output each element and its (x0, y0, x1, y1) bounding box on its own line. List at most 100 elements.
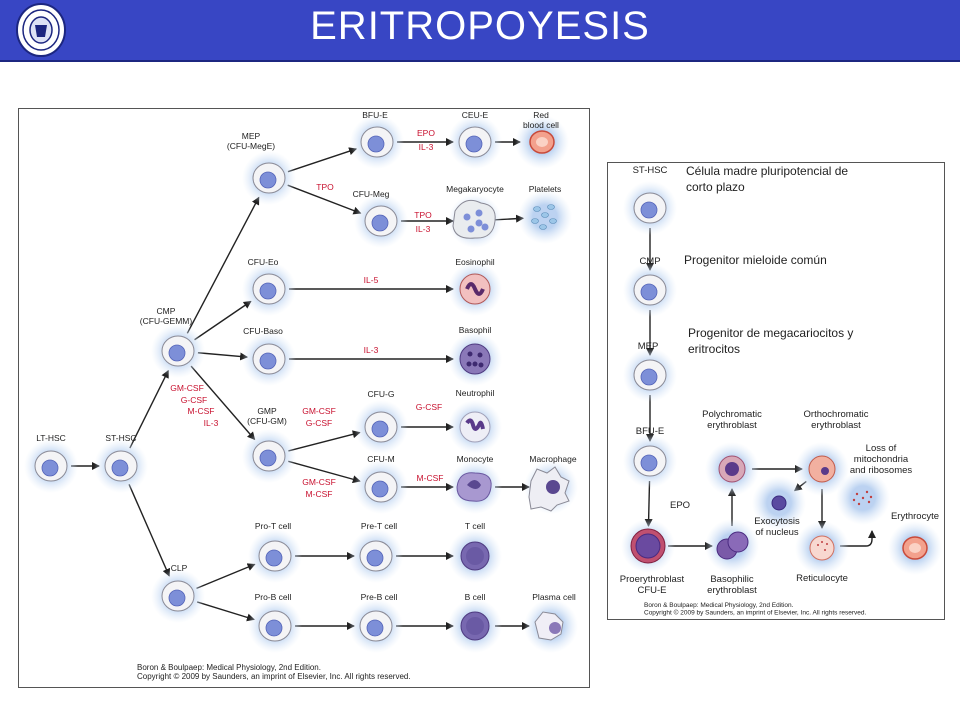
cell-proery (630, 528, 666, 564)
growth-factor-label: G-CSF (306, 418, 332, 428)
cell-bfu-e (633, 445, 667, 477)
cell-cfu-m (364, 471, 398, 503)
cell-st-hsc (633, 192, 667, 224)
label-megakaryocyte: Megakaryocyte (446, 184, 504, 194)
cell-megakaryocyte (452, 199, 496, 239)
annotation-mep: Progenitor de megacariocitos y eritrocit… (688, 326, 854, 356)
label-cfu-eo: CFU-Eo (248, 257, 279, 267)
growth-factor-label: IL-5 (364, 275, 379, 285)
growth-factor-label: G-CSF (181, 395, 207, 405)
growth-factor-label: GM-CSF (302, 406, 336, 416)
annotation-st-hsc: Célula madre pluripotencial de corto pla… (686, 164, 849, 194)
university-seal-icon (16, 3, 66, 57)
cell-orthochromatic (808, 455, 836, 483)
label-mep: MEP(CFU-MegE) (227, 131, 275, 151)
cell-monocyte (456, 472, 492, 502)
header-bar: ERITROPOYESIS (0, 0, 960, 62)
arrow-clp-to-pro_b (196, 601, 255, 622)
label-t-cell: T cell (465, 521, 485, 531)
arrow-cmp-to-cfu_eo (194, 300, 252, 341)
label-erythrocyte: Erythrocyte (891, 511, 939, 522)
credit-left: Boron & Boulpaep: Medical Physiology, 2n… (137, 663, 411, 681)
label-pro-b: Pro-B cell (255, 592, 292, 602)
annotation-cmp: Progenitor mieloide común (684, 253, 827, 267)
arrow-gmp-to-cfu_g (288, 430, 361, 452)
label-basophil: Basophil (459, 325, 492, 335)
label-pre-b: Pre-B cell (361, 592, 398, 602)
cell-eosinophil (459, 273, 491, 305)
growth-factor-label: TPO (316, 182, 334, 192)
label-cmp: CMP(CFU-GEMM) (140, 306, 193, 326)
cell-mep (633, 359, 667, 391)
arrow-st_hsc-to-cmp (129, 369, 169, 449)
arrow-cmp-to-cfu_baso (197, 352, 249, 361)
cell-neutrophil (459, 411, 491, 443)
cell-pro-b (258, 610, 292, 642)
cell-basophilic (716, 531, 749, 560)
label-clp: CLP (171, 563, 188, 573)
label-cfu-meg: CFU-Meg (353, 189, 390, 199)
arrow-st_hsc-to-clp (128, 484, 171, 577)
growth-factor-label: GM-CSF (170, 383, 204, 393)
arrow-bfu_e-to-proery (644, 480, 653, 528)
cell-rbc (529, 130, 555, 154)
cell-cfu-baso (252, 343, 286, 375)
cell-polychromatic (718, 455, 746, 483)
label-mep: MEP (638, 341, 659, 352)
cell-exocytosis (771, 495, 787, 511)
cell-pro-t (258, 540, 292, 572)
growth-factor-label: EPO (417, 128, 435, 138)
credit-right: Boron & Boulpaep: Medical Physiology, 2n… (644, 602, 866, 616)
arrow-mep-to-cfu_meg (287, 184, 362, 215)
epo-label: EPO (670, 500, 690, 511)
label-st-hsc: ST-HSC (633, 165, 668, 176)
growth-factor-label: GM-CSF (302, 477, 336, 487)
growth-factor-label: IL-3 (364, 345, 379, 355)
label-reticulocyte: Reticulocyte (796, 573, 848, 584)
hematopoiesis-diagram: LT-HSC ST-HSC CMP(CFU-GEMM) CLP MEP(CFU-MegE… (24, 110, 578, 681)
cell-cfu-eo (252, 273, 286, 305)
label-plasma: Plasma cell (532, 592, 576, 602)
label-b-cell: B cell (465, 592, 486, 602)
growth-factor-label: IL-3 (419, 142, 434, 152)
cell-st-hsc (104, 450, 138, 482)
arrow-mep-to-bfu_e (287, 147, 358, 173)
cell-clp (161, 580, 195, 612)
cell-basophil (459, 343, 491, 375)
cell-macrophage (528, 466, 570, 512)
cell-t-cell (460, 541, 490, 571)
cell-erythrocyte (902, 536, 928, 560)
arrow-gmp-to-cfu_m (288, 460, 361, 484)
label-pro-t: Pro-T cell (255, 521, 291, 531)
cell-reticulocyte (809, 535, 835, 561)
cell-cmp (161, 335, 195, 367)
label-ceu-e: CEU-E (462, 110, 489, 120)
label-st-hsc: ST-HSC (105, 433, 136, 443)
arrow-clp-to-pro_t (196, 563, 256, 590)
cell-mep (252, 162, 286, 194)
label-eosinophil: Eosinophil (455, 257, 494, 267)
cell-lt-hsc (34, 450, 68, 482)
label-platelets: Platelets (529, 184, 562, 194)
cell-plasma (534, 611, 564, 641)
cell-cfu-meg (364, 205, 398, 237)
cell-bfu-e (360, 126, 394, 158)
label-gmp: GMP(CFU-GM) (247, 406, 287, 426)
label-lt-hsc: LT-HSC (36, 433, 66, 443)
cell-platelets (531, 204, 557, 230)
growth-factor-label: TPO (414, 210, 432, 220)
hematopoiesis-diagram-panel: LT-HSC ST-HSC CMP(CFU-GEMM) CLP MEP(CFU-MegE… (18, 108, 590, 688)
arrow-cmp-to-mep (186, 196, 260, 334)
cell-pre-b (359, 610, 393, 642)
label-cmp: CMP (639, 256, 660, 267)
label-cfu-baso: CFU-Baso (243, 326, 283, 336)
label-bfu-e: BFU-E (362, 110, 388, 120)
cell-b-cell (460, 611, 490, 641)
growth-factor-label: G-CSF (416, 402, 442, 412)
